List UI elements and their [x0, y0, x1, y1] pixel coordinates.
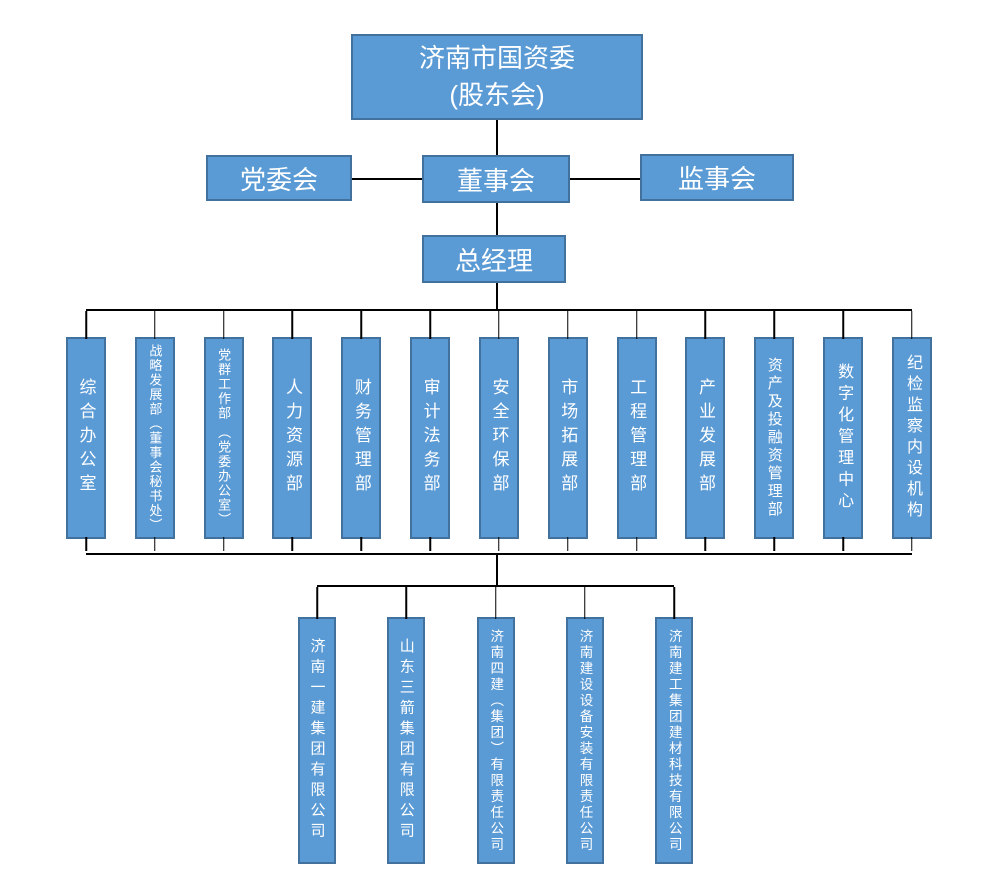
- subsidiary-label: 济南建设设备安装有限责任公司: [577, 628, 593, 853]
- subsidiary-box-shandong-sanjian: 山东三箭集团有限公司: [387, 617, 426, 864]
- department-label: 数字化管理中心: [835, 362, 853, 514]
- department-box-party-mass-work: 党群工作部 （党委办公室）: [203, 337, 244, 539]
- connector-bus-to-subsidiary-bus: [496, 553, 498, 585]
- subsidiary-label: 济南建工集团建材科技有限公司: [666, 628, 682, 853]
- general-manager-label: 总经理: [454, 245, 533, 276]
- department-label: 党群工作部 （党委办公室）: [216, 348, 232, 528]
- department-box-engineering-management: 工程管理部: [616, 337, 657, 539]
- subsidiary-box-jinan-yijian: 济南一建集团有限公司: [298, 617, 336, 864]
- department-bottom-bus-line: [86, 553, 912, 555]
- root-label-line1: 济南市国资委: [418, 43, 575, 74]
- root-label: 济南市国资委 (股东会): [419, 40, 575, 114]
- department-label: 工程管理部: [627, 378, 647, 498]
- department-box-finance-management: 财务管理部: [341, 337, 382, 539]
- subsidiary-bus-line: [317, 585, 674, 587]
- connector-board-to-gm: [496, 203, 498, 235]
- subsidiary-label: 济南一建集团有限公司: [308, 638, 326, 843]
- root-box-shareholder: 济南市国资委 (股东会): [351, 34, 643, 120]
- department-label: 财务管理部: [351, 378, 371, 498]
- department-label: 安全环保部: [489, 378, 509, 498]
- connector-gm-to-bus: [496, 283, 498, 309]
- department-box-market-expansion: 市场拓展部: [547, 337, 588, 539]
- connector-root-to-board: [496, 120, 498, 155]
- department-box-strategic-development: 战略发展部（董事会秘书处）: [134, 337, 175, 539]
- department-top-bus-line: [86, 309, 912, 311]
- department-label: 综合办公室: [76, 378, 96, 498]
- connector-supervisory-board: [570, 178, 640, 180]
- department-label: 市场拓展部: [558, 378, 578, 498]
- department-box-human-resources: 人力资源部: [272, 337, 313, 539]
- subsidiary-label: 济南四建（集团）有限责任公司: [488, 628, 504, 853]
- subsidiary-row: 济南一建集团有限公司 山东三箭集团有限公司 济南四建（集团）有限责任公司 济南建…: [298, 617, 693, 864]
- department-box-industry-development: 产业发展部: [685, 337, 726, 539]
- department-label: 审计法务部: [420, 378, 440, 498]
- department-label: 纪检监察内设机构: [903, 354, 921, 522]
- department-box-audit-legal: 审计法务部: [410, 337, 451, 539]
- department-label: 人力资源部: [282, 378, 302, 498]
- general-manager-box: 总经理: [422, 235, 566, 283]
- connector-party-committee: [352, 178, 422, 180]
- supervisory-board-label: 监事会: [677, 164, 756, 194]
- board-of-directors-label: 董事会: [456, 165, 535, 196]
- department-box-digital-management-center: 数字化管理中心: [823, 337, 864, 539]
- department-label: 战略发展部（董事会秘书处）: [147, 343, 163, 533]
- subsidiary-box-jinan-building-materials-tech: 济南建工集团建材科技有限公司: [655, 617, 693, 864]
- department-box-assets-investment-financing: 资产及投融资管理部: [754, 337, 795, 539]
- subsidiary-box-jinan-sijian: 济南四建（集团）有限责任公司: [476, 617, 515, 864]
- party-committee-box: 党委会: [206, 155, 352, 201]
- subsidiary-box-jinan-construction-equipment: 济南建设设备安装有限责任公司: [565, 617, 604, 864]
- department-row: 综合办公室 战略发展部（董事会秘书处） 党群工作部 （党委办公室） 人力资源部 …: [66, 337, 932, 539]
- subsidiary-label: 山东三箭集团有限公司: [397, 638, 415, 843]
- department-box-general-office: 综合办公室: [66, 337, 106, 539]
- party-committee-label: 党委会: [239, 164, 318, 195]
- board-of-directors-box: 董事会: [422, 155, 570, 203]
- department-label: 资产及投融资管理部: [765, 357, 783, 519]
- supervisory-board-box: 监事会: [640, 154, 794, 201]
- department-box-safety-environment: 安全环保部: [478, 337, 519, 539]
- root-label-line2: (股东会): [449, 80, 545, 110]
- department-box-discipline-inspection: 纪检监察内设机构: [891, 337, 932, 539]
- department-label: 产业发展部: [695, 378, 715, 498]
